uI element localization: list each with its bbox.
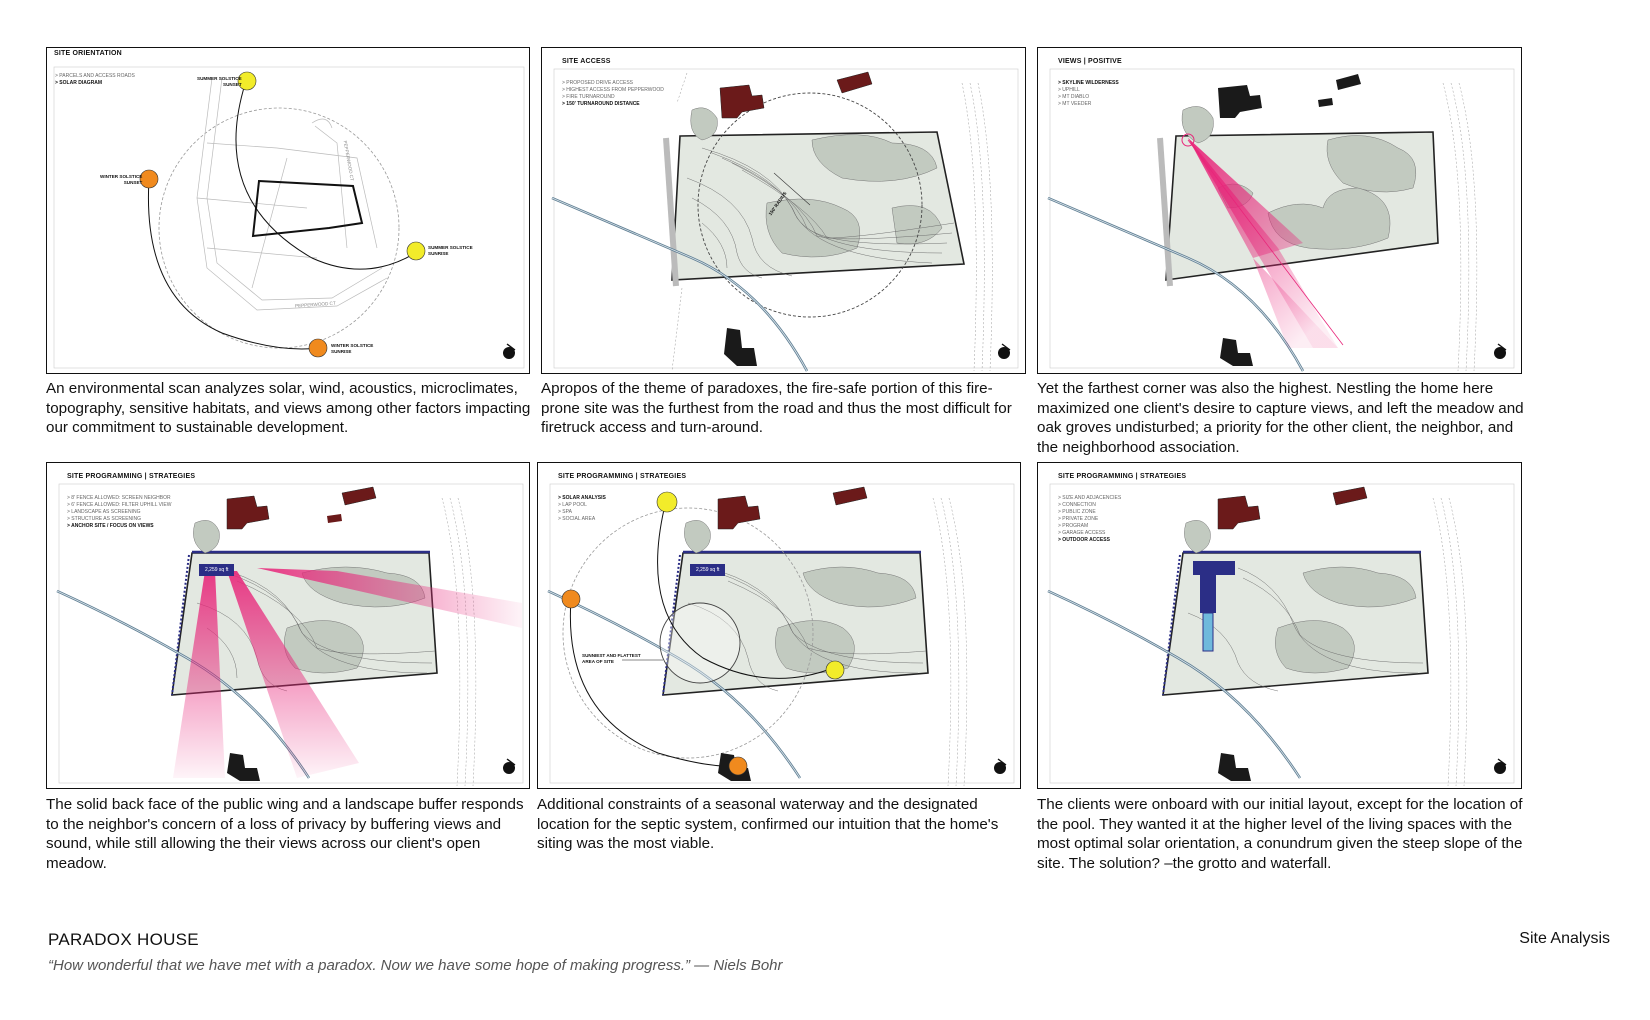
area-badge: 2,259 sq ft [690,564,726,576]
section-title: Site Analysis [1519,930,1610,947]
caption-solar: Additional constraints of a seasonal wat… [537,796,999,853]
panel-legend: > PROPOSED DRIVE ACCESS> HIGHEST ACCESS … [562,80,664,107]
panel-legend: > 8' FENCE ALLOWED: SCREEN NEIGHBOR> 6' … [67,495,172,529]
panel-site-access: SITE ACCESS > PROPOSED DRIVE ACCESS> HIG… [541,47,1026,374]
panel-legend: > SOLAR ANALYSIS> LAP POOL > SPA> SOCIAL… [558,495,606,522]
layout-plan [1047,483,1515,787]
project-title: PARADOX HOUSE [48,930,199,949]
caption-site-orientation: An environmental scan analyzes solar, wi… [46,380,531,437]
panel-title: SITE PROGRAMMING | STRATEGIES [1058,473,1187,480]
panel-title: SITE PROGRAMMING | STRATEGIES [558,473,687,480]
pool [1202,612,1214,652]
north-arrow-icon [503,343,516,359]
panel-legend: > PARCELS AND ACCESS ROADS > SOLAR DIAGR… [55,73,135,86]
caption-screening: The solid back face of the public wing a… [46,796,524,872]
summer-sunrise-sun [406,241,426,261]
panel-title: SITE ACCESS [562,58,611,65]
caption-views-positive: Yet the farthest corner was also the hig… [1037,380,1524,456]
caption-layout: The clients were onboard with our initia… [1037,796,1523,872]
house-footprint [1193,561,1235,575]
area-badge: 2,259 sq ft [199,564,235,576]
panel-site-programming-solar: SITE PROGRAMMING | STRATEGIES > SOLAR AN… [537,462,1021,789]
site-access-plan [551,68,1019,372]
panel-title: SITE ORIENTATION [54,50,122,57]
panel-title: SITE PROGRAMMING | STRATEGIES [67,473,196,480]
screening-plan [56,483,524,787]
panel-legend: > SIZE AND ADJACENCIES> CONNECTION > PUB… [1058,495,1122,543]
panel-site-programming-screening: SITE PROGRAMMING | STRATEGIES > 8' FENCE… [46,462,530,789]
panel-site-programming-layout: SITE PROGRAMMING | STRATEGIES > SIZE AND… [1037,462,1522,789]
views-plan [1047,68,1515,372]
summer-sunset-sun [237,71,257,91]
solar-diagram [53,66,525,369]
caption-site-access: Apropos of the theme of paradoxes, the f… [541,380,1012,437]
panel-site-orientation: SITE ORIENTATION > PARCELS AND ACCESS RO… [46,47,530,374]
panel-legend: > SKYLINE WILDERNESS> UPHILL > MT DIABLO… [1058,80,1119,107]
winter-sunrise-sun [308,338,328,358]
panel-title: VIEWS | POSITIVE [1058,58,1122,65]
winter-sunset-sun [139,169,159,189]
panel-views-positive: VIEWS | POSITIVE > SKYLINE WILDERNESS> U… [1037,47,1522,374]
quote: “How wonderful that we have met with a p… [48,957,783,974]
solar-programming-plan [547,483,1015,787]
